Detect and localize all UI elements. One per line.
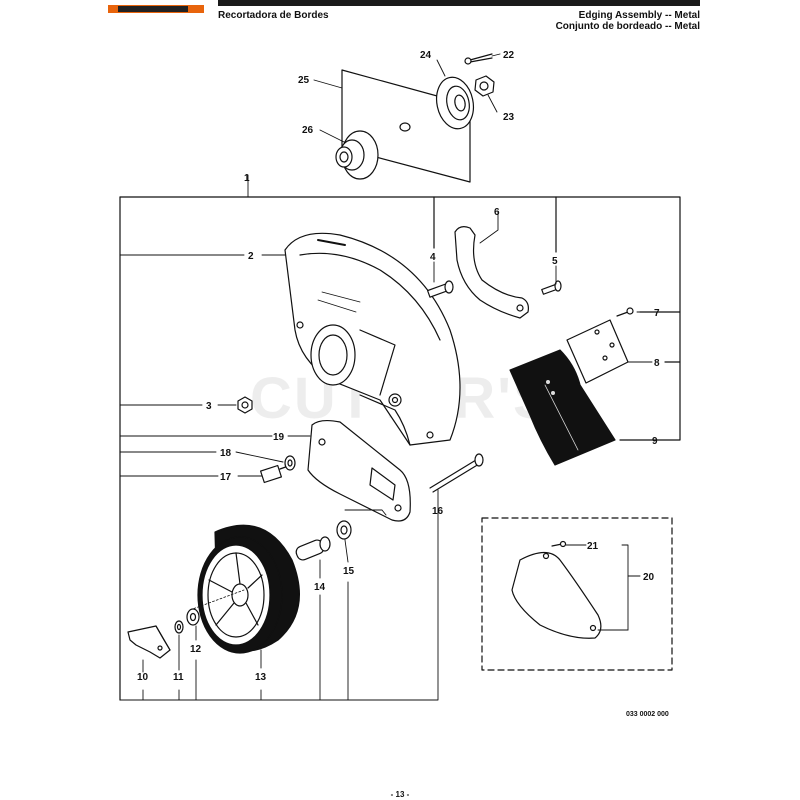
callout-15: 15 (343, 566, 355, 577)
axle-bolt-part-16 (429, 453, 484, 493)
guard-housing-part-2 (284, 232, 461, 446)
callout-20: 20 (643, 572, 655, 583)
washer-part-12 (186, 608, 200, 626)
reference-code: 033 0002 000 (626, 711, 669, 718)
callout-11: 11 (173, 672, 184, 683)
bracket-part-6 (454, 226, 529, 319)
page-number: - 13 - (390, 790, 410, 799)
callout-1: 1 (244, 173, 250, 184)
header-bar (218, 0, 700, 6)
brand-logo (108, 0, 204, 13)
callout-26: 26 (302, 125, 314, 136)
nut-part-3 (237, 396, 253, 414)
washer-part-11 (174, 620, 184, 634)
callout-19: 19 (273, 432, 285, 443)
callout-17: 17 (220, 472, 232, 483)
pin-part-22 (464, 53, 493, 65)
callout-8: 8 (654, 358, 660, 369)
nut-part-23 (474, 75, 495, 97)
bolt-part-5 (541, 280, 562, 295)
header-title-en: Edging Assembly -- Metal (578, 10, 700, 21)
callout-10: 10 (137, 672, 149, 683)
callout-3: 3 (206, 401, 212, 412)
header-title-left: Recortadora de Bordes (218, 10, 329, 21)
callout-23: 23 (503, 112, 515, 123)
callout-13: 13 (255, 672, 267, 683)
callout-22: 22 (503, 50, 515, 61)
washer-part-24 (435, 76, 475, 130)
callout-labels: 25 24 22 23 26 1 6 2 4 5 7 8 3 19 9 18 1… (137, 50, 660, 683)
callout-16: 16 (432, 506, 444, 517)
callout-18: 18 (220, 448, 232, 459)
spacer-part-14 (295, 536, 331, 561)
screw-part-7 (616, 307, 634, 317)
knob-part-10 (127, 625, 171, 659)
header-title-right: Edging Assembly -- Metal Conjunto de bor… (556, 10, 700, 32)
callout-4: 4 (430, 252, 436, 263)
leader-lines (119, 53, 653, 701)
washer-part-18 (284, 455, 296, 471)
bolt-part-4 (426, 280, 454, 298)
callout-6: 6 (494, 207, 500, 218)
screw-part-21 (551, 540, 567, 548)
cover-part-20 (511, 551, 602, 639)
callout-21: 21 (587, 541, 599, 552)
callout-12: 12 (190, 644, 202, 655)
shield-part-9 (509, 349, 616, 466)
header-title-es: Conjunto de bordeado -- Metal (555, 21, 700, 32)
callout-7: 7 (654, 308, 660, 319)
callout-24: 24 (420, 50, 432, 61)
callout-14: 14 (314, 582, 326, 593)
side-plate-part-19 (307, 419, 411, 522)
alternate-kit-box (481, 517, 673, 671)
callout-2: 2 (248, 251, 254, 262)
callout-25: 25 (298, 75, 310, 86)
callout-5: 5 (552, 256, 558, 267)
callout-9: 9 (652, 436, 658, 447)
adapter-part-26 (335, 130, 379, 180)
wheel-part-13 (189, 524, 300, 654)
washer-part-15 (336, 520, 352, 540)
